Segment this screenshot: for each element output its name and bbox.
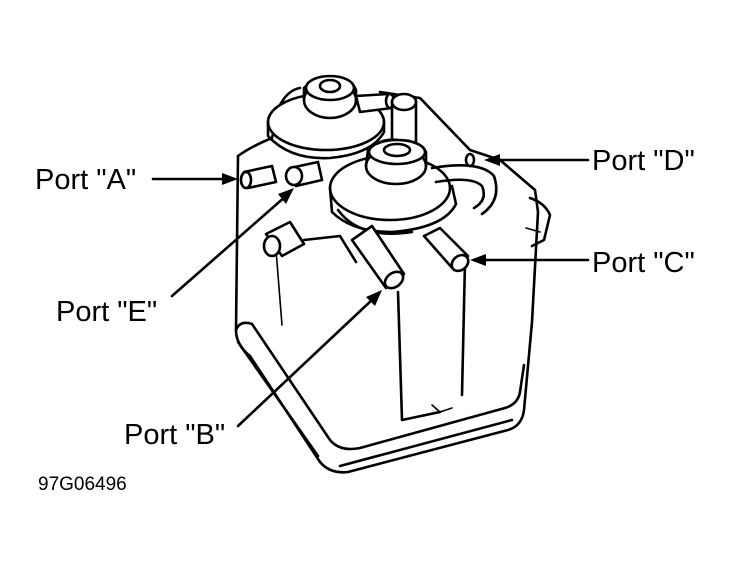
figure-code: 97G06496 — [38, 474, 127, 495]
front-valve — [328, 138, 498, 235]
label-port-e: Port "E" — [56, 296, 157, 328]
label-port-c: Port "C" — [592, 247, 695, 279]
leader-port-e — [170, 188, 294, 298]
label-port-a: Port "A" — [35, 164, 136, 196]
port-e-stub — [284, 160, 324, 188]
leader-port-b — [236, 290, 382, 428]
label-port-d: Port "D" — [592, 145, 695, 177]
port-c-stub — [422, 226, 470, 273]
label-port-b: Port "B" — [124, 419, 225, 451]
rear-valve — [266, 74, 418, 160]
leader-port-a — [151, 173, 238, 185]
leader-port-d — [484, 154, 590, 166]
leader-port-c — [470, 254, 590, 266]
lower-left-stub — [262, 220, 358, 264]
port-b-stub — [350, 224, 406, 290]
port-a-stub — [239, 164, 278, 190]
